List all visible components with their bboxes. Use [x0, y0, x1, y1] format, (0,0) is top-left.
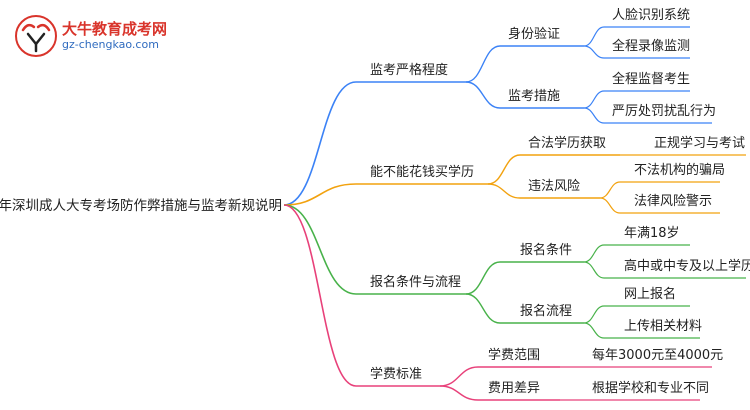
branch-topic: 学费标准 — [370, 366, 422, 382]
subtopic: 费用差异 — [488, 381, 540, 396]
leaf-topic: 人脸识别系统 — [612, 8, 690, 23]
leaf-topic: 严厉处罚扰乱行为 — [612, 104, 716, 119]
leaf-connector — [583, 26, 605, 47]
leaf-topic: 全程监督考生 — [612, 71, 690, 87]
leaf-connector — [583, 90, 605, 109]
subtopic-connector — [487, 154, 521, 185]
leaf-topic: 上传相关材料 — [624, 319, 702, 334]
subtopic-connector — [465, 45, 501, 83]
leaf-topic: 每年3000元至4000元 — [592, 347, 723, 363]
leaf-topic: 不法机构的骗局 — [634, 162, 725, 178]
branch-topic: 监考严格程度 — [370, 62, 448, 78]
leaf-connector — [599, 181, 621, 199]
subtopic-connector — [439, 385, 479, 401]
branch-connector — [283, 204, 357, 295]
bull-logo-icon — [15, 15, 57, 57]
subtopic-connector — [465, 293, 501, 324]
subtopic: 合法学历获取 — [528, 135, 606, 151]
subtopic-connector — [439, 366, 479, 387]
leaf-topic: 高中或中专及以上学历 — [624, 258, 750, 274]
subtopic: 违法风险 — [528, 179, 580, 194]
leaf-connector — [583, 322, 605, 339]
leaf-topic: 全程录像监测 — [612, 38, 690, 54]
leaf-connector — [583, 261, 605, 279]
leaf-connector — [583, 305, 605, 324]
branch-topic: 能不能花钱买学历 — [370, 164, 474, 180]
brand-url: gz-chengkao.com — [62, 38, 159, 51]
brand-logo: 大牛教育成考网 gz-chengkao.com — [14, 14, 174, 58]
brand-name: 大牛教育成考网 — [62, 20, 168, 38]
subtopic: 身份验证 — [508, 26, 560, 42]
leaf-topic: 法律风险警示 — [634, 193, 712, 209]
branch-connector — [283, 204, 357, 387]
subtopic-connector — [465, 261, 501, 295]
root-topic: 2025年深圳成人大专考场防作弊措施与监考新规说明 — [0, 198, 282, 214]
subtopic-connector — [465, 81, 501, 109]
subtopic: 报名流程 — [520, 303, 572, 319]
leaf-connector — [583, 244, 605, 263]
leaf-topic: 年满18岁 — [624, 226, 680, 241]
branch-connector — [283, 183, 357, 206]
leaf-topic: 正规学习与考试 — [654, 135, 745, 151]
branch-topic: 报名条件与流程 — [370, 274, 461, 290]
leaf-connector — [583, 45, 605, 59]
leaf-topic: 网上报名 — [624, 286, 676, 302]
subtopic: 报名条件 — [520, 242, 572, 258]
subtopic: 监考措施 — [508, 89, 560, 104]
subtopic-connector — [487, 183, 521, 199]
subtopic: 学费范围 — [488, 347, 540, 363]
leaf-topic: 根据学校和专业不同 — [592, 380, 709, 396]
leaf-connector — [599, 197, 621, 214]
leaf-connector — [583, 107, 605, 124]
branch-connector — [283, 81, 357, 206]
